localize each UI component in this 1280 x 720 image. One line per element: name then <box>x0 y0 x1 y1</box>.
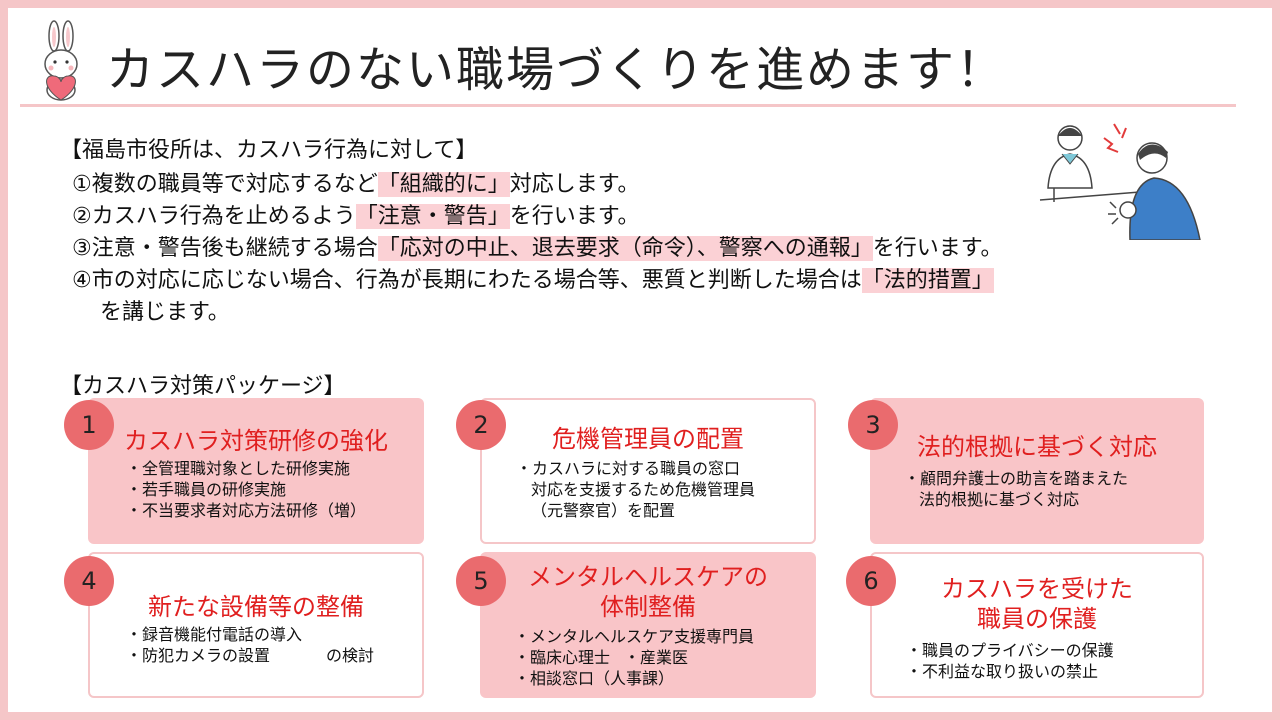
card-bullet: ・防犯カメラの設置 <box>126 646 271 665</box>
title-underline <box>20 104 1236 107</box>
card-title: メンタルヘルスケアの <box>528 563 768 591</box>
card-bullet: 対応を支援するため危機管理員 <box>531 480 756 499</box>
card-bullets: ・顧問弁護士の助言を踏まえた 法的根拠に基づく対応 <box>904 468 1128 510</box>
card-title: 危機管理員の配置 <box>552 425 744 453</box>
card-bullet-suffix: の検討 <box>326 646 375 665</box>
package-card-1: カスハラ対策研修の強化 ・全管理職対象とした研修実施 ・若手職員の研修実施 ・不… <box>88 398 424 544</box>
intro-item-text: ①複数の職員等で対応するなど <box>72 172 378 197</box>
card-bullet: ・メンタルヘルスケア支援専門員 <box>514 627 755 646</box>
card-number-badge: 3 <box>848 400 898 450</box>
card-bullet-row: ・防犯カメラの設置 の検討 <box>126 645 374 666</box>
card-bullet: ・不当要求者対応方法研修（増） <box>126 501 367 520</box>
card-bullet: 法的根拠に基づく対応 <box>919 490 1080 509</box>
card-bullet: ・全管理職対象とした研修実施 <box>126 459 351 478</box>
package-card-2: 危機管理員の配置 ・カスハラに対する職員の窓口 対応を支援するため危機管理員 （… <box>480 398 816 544</box>
card-bullet: ・相談窓口（人事課） <box>514 669 675 688</box>
card-bullets: ・録音機能付電話の導入 ・防犯カメラの設置 の検討 <box>126 624 374 666</box>
card-bullet: ・顧問弁護士の助言を踏まえた <box>904 469 1129 488</box>
card-bullets: ・全管理職対象とした研修実施 ・若手職員の研修実施 ・不当要求者対応方法研修（増… <box>126 458 366 521</box>
intro-item-text: ③注意・警告後も継続する場合 <box>72 236 378 261</box>
card-bullet: （元警察官）を配置 <box>531 501 676 520</box>
card-bullet: ・職員のプライバシーの保護 <box>906 641 1114 660</box>
card-bullet: ・若手職員の研修実施 <box>126 480 287 499</box>
card-bullets: ・職員のプライバシーの保護 ・不利益な取り扱いの禁止 <box>906 640 1114 682</box>
intro-heading: 【福島市役所は、カスハラ行為に対して】 <box>60 138 478 163</box>
card-bullet: ・カスハラに対する職員の窓口 <box>516 459 741 478</box>
intro-item-text: を行います。 <box>872 236 1003 261</box>
card-bullet: ・録音機能付電話の導入 <box>126 625 303 644</box>
rabbit-mascot-icon <box>44 20 78 101</box>
intro-item-highlight: 「法的措置」 <box>861 268 994 293</box>
card-bullet: ・不利益な取り扱いの禁止 <box>906 662 1099 681</box>
intro-item-text: ④市の対応に応じない場合、行為が長期にわたる場合等、悪質と判断した場合は <box>72 268 862 293</box>
intro-item-text: ②カスハラ行為を止めるよう <box>72 204 356 229</box>
card-bullets: ・カスハラに対する職員の窓口 対応を支援するため危機管理員 （元警察官）を配置 <box>516 458 755 521</box>
customer-harassment-illustration-icon <box>1039 123 1201 240</box>
intro-continuation: を講じます。 <box>100 300 230 325</box>
page-title: カスハラのない職場づくりを進めます！ <box>106 42 1007 98</box>
card-title: 体制整備 <box>600 593 696 621</box>
card-number-badge: 2 <box>456 400 506 450</box>
card-title: 法的根拠に基づく対応 <box>917 433 1157 461</box>
card-bullet: ・産業医 <box>624 648 689 667</box>
intro-item-text: 対応します。 <box>509 172 640 197</box>
intro-item-1: ①複数の職員等で対応するなど「組織的に」対応します。 <box>72 170 640 200</box>
card-number-badge: 5 <box>456 556 506 606</box>
card-number-badge: 4 <box>64 556 114 606</box>
package-card-3: 法的根拠に基づく対応 ・顧問弁護士の助言を踏まえた 法的根拠に基づく対応 <box>870 398 1204 544</box>
card-number-badge: 1 <box>64 400 114 450</box>
package-card-5: メンタルヘルスケアの 体制整備 ・メンタルヘルスケア支援専門員 ・臨床心理士・産… <box>480 552 816 698</box>
intro-item-4: ④市の対応に応じない場合、行為が長期にわたる場合等、悪質と判断した場合は「法的措… <box>72 266 994 296</box>
card-bullet-row: ・臨床心理士・産業医 <box>514 647 754 668</box>
card-title: 職員の保護 <box>977 605 1097 633</box>
card-title: カスハラを受けた <box>941 575 1133 603</box>
intro-item-highlight: 「組織的に」 <box>377 172 510 197</box>
card-number-badge: 6 <box>846 556 896 606</box>
card-bullet: ・臨床心理士 <box>514 648 611 667</box>
intro-item-text: を行います。 <box>509 204 640 229</box>
intro-item-highlight: 「応対の中止、退去要求（命令）、警察への通報」 <box>377 236 873 261</box>
package-card-6: カスハラを受けた 職員の保護 ・職員のプライバシーの保護 ・不利益な取り扱いの禁… <box>870 552 1204 698</box>
intro-item-2: ②カスハラ行為を止めるよう「注意・警告」を行います。 <box>72 202 640 232</box>
intro-item-3: ③注意・警告後も継続する場合「応対の中止、退去要求（命令）、警察への通報」を行い… <box>72 234 1003 264</box>
package-section-title: 【カスハラ対策パッケージ】 <box>60 374 346 399</box>
intro-item-highlight: 「注意・警告」 <box>355 204 510 229</box>
card-bullets: ・メンタルヘルスケア支援専門員 ・臨床心理士・産業医 ・相談窓口（人事課） <box>514 626 754 689</box>
card-title: カスハラ対策研修の強化 <box>124 427 388 455</box>
package-card-4: 新たな設備等の整備 ・録音機能付電話の導入 ・防犯カメラの設置 の検討 <box>88 552 424 698</box>
card-title: 新たな設備等の整備 <box>148 593 364 621</box>
